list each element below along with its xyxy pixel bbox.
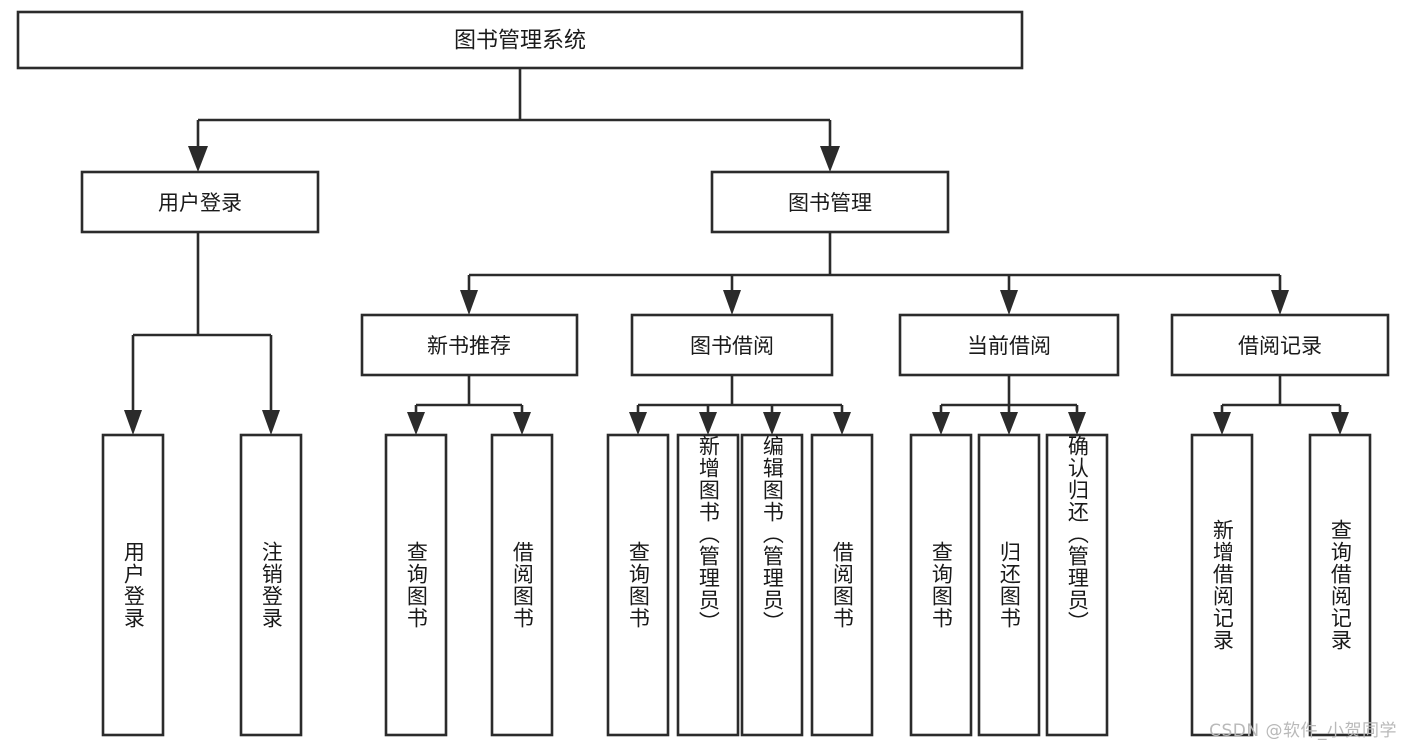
leaf-box-current-borrow-1[interactable] (909, 433, 973, 737)
connector-group-borrow-record (1213, 375, 1349, 435)
node-new-book-recommend-box[interactable] (360, 313, 579, 377)
node-book-borrow[interactable]: 图书借阅 (630, 313, 834, 377)
node-borrow-record-label: 借阅记录 (1238, 334, 1322, 358)
leaf-box-new-book-2[interactable] (490, 433, 554, 737)
node-current-borrow-label: 当前借阅 (967, 334, 1051, 358)
node-book-borrow-box[interactable] (630, 313, 834, 377)
leaf-box-book-borrow-3[interactable] (740, 433, 804, 737)
leaf-box-borrow-record-2[interactable] (1308, 433, 1372, 737)
arrow-head-book-manage (820, 146, 840, 172)
node-book-borrow-label: 图书借阅 (690, 334, 774, 358)
arrow-head-leaf-user-login-1 (124, 410, 142, 435)
arrow-head-book-borrow (723, 290, 741, 315)
arrow-head-borrow-record (1271, 290, 1289, 315)
arrow-head-leaf-book-borrow-3 (763, 412, 781, 435)
arrow-head-leaf-book-borrow-2 (699, 412, 717, 435)
leaf-box-user-login-1[interactable] (101, 433, 165, 737)
arrow-head-leaf-current-borrow-2 (1000, 412, 1018, 435)
arrow-head-user-login (188, 146, 208, 172)
leaf-box-new-book-1[interactable] (384, 433, 448, 737)
arrow-head-leaf-new-book-2 (513, 412, 531, 435)
node-book-manage-label: 图书管理 (788, 191, 872, 215)
connector-group-book-manage (460, 232, 1289, 315)
leaf-box-current-borrow-2[interactable] (977, 433, 1041, 737)
arrow-head-leaf-new-book-1 (407, 412, 425, 435)
connector-group-root (188, 68, 840, 172)
arrow-head-leaf-current-borrow-3 (1068, 412, 1086, 435)
leaf-box-borrow-record-1[interactable] (1190, 433, 1254, 737)
node-root-box[interactable] (16, 10, 1024, 70)
node-user-login[interactable]: 用户登录 (80, 170, 320, 234)
connector-group-user-login (124, 232, 280, 435)
leaf-box-book-borrow-2[interactable] (676, 433, 740, 737)
node-root-label: 图书管理系统 (454, 29, 586, 54)
leaf-box-book-borrow-1[interactable] (606, 433, 670, 737)
arrow-head-leaf-borrow-record-2 (1331, 412, 1349, 435)
node-root[interactable]: 图书管理系统 (16, 10, 1024, 70)
node-current-borrow-box[interactable] (898, 313, 1120, 377)
leaf-box-current-borrow-3[interactable] (1045, 433, 1109, 737)
arrow-head-current-borrow (1000, 290, 1018, 315)
arrow-head-leaf-borrow-record-1 (1213, 412, 1231, 435)
arrow-head-leaf-book-borrow-4 (833, 412, 851, 435)
node-new-book-recommend[interactable]: 新书推荐 (360, 313, 579, 377)
node-borrow-record[interactable]: 借阅记录 (1170, 313, 1390, 377)
node-book-manage-box[interactable] (710, 170, 950, 234)
arrow-head-leaf-user-login-2 (262, 410, 280, 435)
leaf-box-user-login-2[interactable] (239, 433, 303, 737)
arrow-head-leaf-current-borrow-1 (932, 412, 950, 435)
node-new-book-recommend-label: 新书推荐 (427, 334, 511, 358)
node-user-login-box[interactable] (80, 170, 320, 234)
connector-group-new-book (407, 375, 531, 435)
node-book-manage[interactable]: 图书管理 (710, 170, 950, 234)
node-borrow-record-box[interactable] (1170, 313, 1390, 377)
arrow-head-leaf-book-borrow-1 (629, 412, 647, 435)
node-current-borrow[interactable]: 当前借阅 (898, 313, 1120, 377)
node-user-login-label: 用户登录 (158, 191, 242, 215)
arrow-head-new-book (460, 290, 478, 315)
leaf-box-book-borrow-4[interactable] (810, 433, 874, 737)
connector-group-book-borrow (629, 375, 851, 435)
connector-group-current-borrow (932, 375, 1086, 435)
